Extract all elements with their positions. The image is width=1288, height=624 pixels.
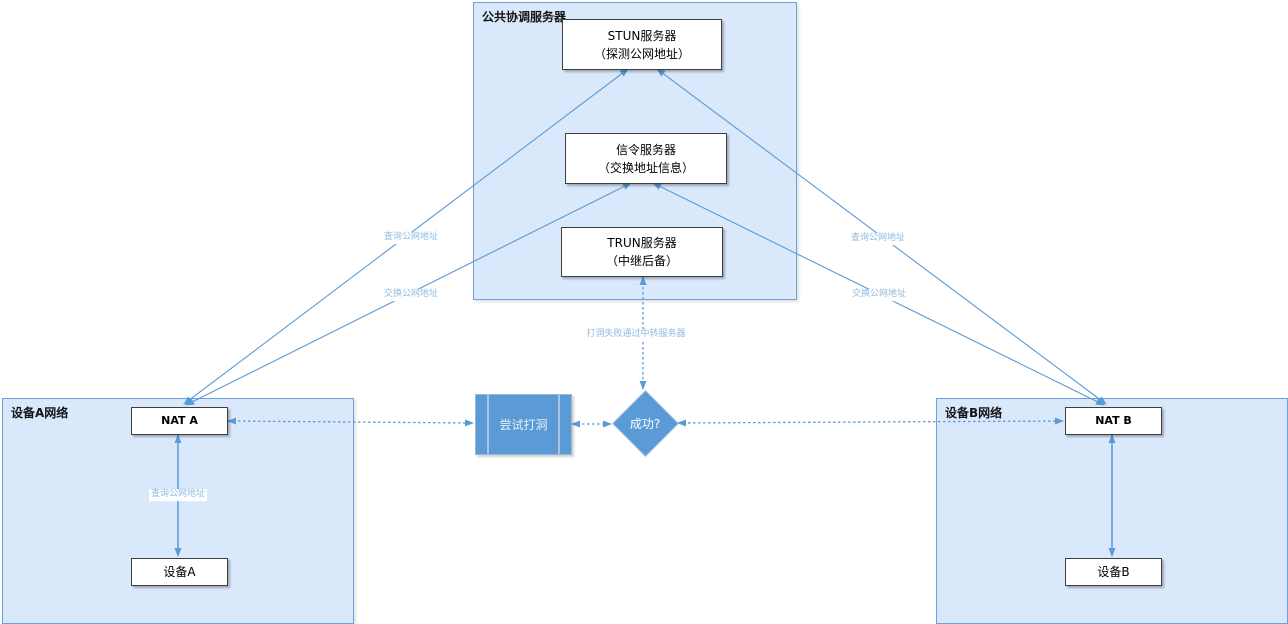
node-nat-a: NAT A <box>131 407 228 435</box>
stun-server-title: STUN服务器 <box>607 28 677 43</box>
node-device-b: 设备B <box>1065 558 1162 586</box>
signal-server-subtitle: （交换地址信息） <box>597 160 694 175</box>
node-success-decision: 成功? <box>612 390 679 457</box>
turn-server-subtitle: （中继后备） <box>605 254 678 268</box>
node-signal-server: 信令服务器 （交换地址信息） <box>565 133 727 184</box>
edge-label-exchange-right: 交换公网地址 <box>849 289 909 301</box>
signal-server-title: 信令服务器 <box>615 142 676 157</box>
edge-label-query-left: 查询公网地址 <box>381 232 441 244</box>
node-try-punch: 尝试打洞 <box>475 394 572 455</box>
container-coordination-label: 公共协调服务器 <box>482 10 567 24</box>
node-nat-b: NAT B <box>1065 407 1162 435</box>
nat-a-label: NAT A <box>161 413 198 427</box>
subprocess-right-bar <box>558 395 560 454</box>
node-turn-server: TRUN服务器 （中继后备） <box>561 227 723 277</box>
edge-label-query-device-a: 查询公网地址 <box>148 489 208 501</box>
success-decision-label: 成功? <box>629 416 661 431</box>
container-network-a-label: 设备A网络 <box>11 406 69 420</box>
subprocess-left-bar <box>487 395 489 454</box>
edge-success-nat-b-dashed <box>677 417 1064 427</box>
device-b-label: 设备B <box>1097 565 1130 579</box>
node-device-a: 设备A <box>131 558 228 586</box>
nat-b-label: NAT B <box>1095 413 1132 427</box>
node-stun-server: STUN服务器 （探测公网地址） <box>562 19 722 70</box>
edge-label-exchange-left: 交换公网地址 <box>381 289 441 301</box>
try-punch-label: 尝试打洞 <box>499 418 548 432</box>
turn-server-title: TRUN服务器 <box>607 236 677 250</box>
container-network-b-label: 设备B网络 <box>945 406 1003 420</box>
device-a-label: 设备A <box>163 565 196 579</box>
edge-label-relay-fallback: 打洞失败通过中转服务器 <box>584 329 688 341</box>
edge-nat-a-punch-dashed <box>227 417 474 427</box>
edge-label-query-right: 查询公网地址 <box>848 233 908 245</box>
stun-server-subtitle: （探测公网地址） <box>593 46 690 61</box>
